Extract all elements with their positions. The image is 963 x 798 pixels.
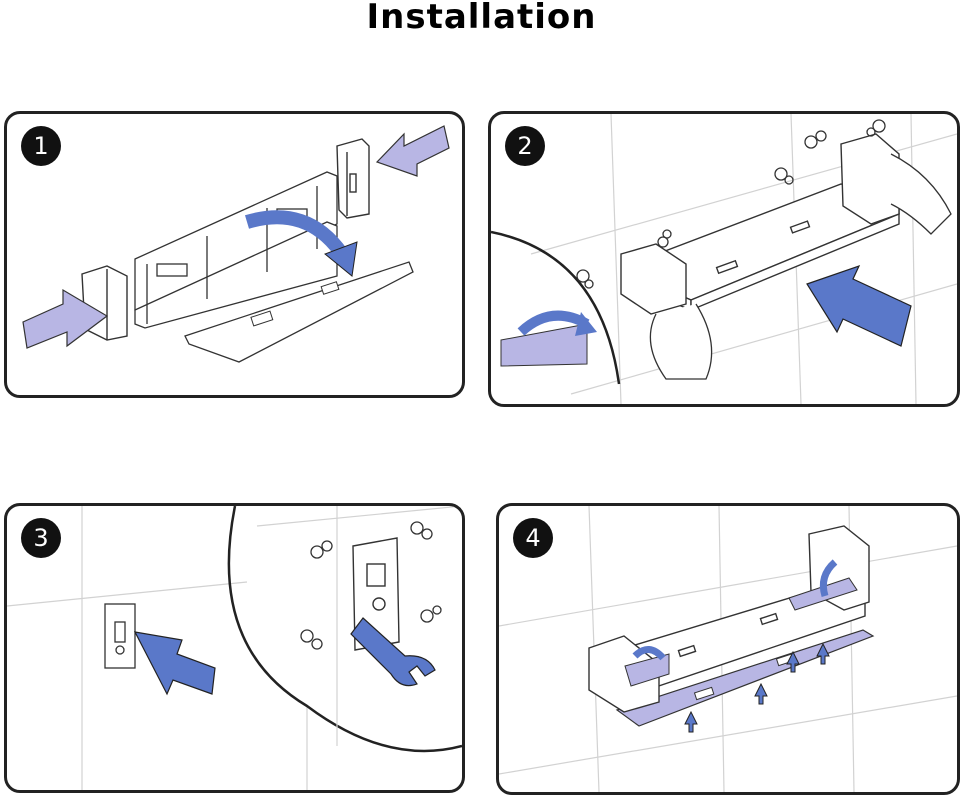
wall-tiles (7, 506, 308, 790)
page-title: Installation (366, 0, 597, 37)
step-4-illustration (499, 506, 957, 792)
push-arrow-right (375, 125, 450, 177)
detail-inset-outline (227, 506, 462, 753)
inset-slide-arrow-head (575, 312, 597, 336)
step-3-panel: 3 (4, 503, 465, 793)
air-puff-icon (300, 521, 442, 650)
hand-left-icon (649, 303, 713, 380)
wrench-icon (350, 617, 436, 687)
inner-tab-left (624, 653, 670, 687)
step-3-badge: 3 (21, 518, 61, 558)
step-2-illustration (491, 114, 957, 404)
step-2-panel: 2 (488, 111, 960, 407)
snap-arrow-right (819, 559, 838, 598)
push-arrow (806, 264, 912, 347)
clip-slot (250, 310, 274, 327)
shelf-base-plate (615, 629, 875, 727)
detail-inset-outline (491, 230, 621, 385)
hand-right-icon (890, 153, 952, 235)
step-4-panel: 4 (496, 503, 960, 795)
end-cap-right (336, 138, 370, 219)
step-1-panel: 1 (4, 111, 465, 398)
up-arrow-icon (684, 642, 830, 733)
clip-slot (693, 686, 715, 701)
inset-tile-lines (256, 506, 462, 746)
push-arrow (133, 631, 216, 696)
shelf-frame-rail (134, 171, 338, 329)
inset-wall-pad (500, 323, 588, 367)
snap-arrow-left (632, 646, 666, 661)
clip-slot (320, 281, 340, 295)
step-4-badge: 4 (513, 518, 553, 558)
step-2-badge: 2 (505, 126, 545, 166)
step-3-illustration (7, 506, 462, 790)
push-arrow-left (22, 288, 109, 349)
air-puff-icon (576, 119, 886, 289)
mounting-pad (104, 603, 136, 669)
step-1-badge: 1 (21, 126, 61, 166)
rotate-arrow (244, 210, 348, 259)
shelf-base-plate (184, 261, 414, 363)
rotate-arrow-head (324, 241, 358, 277)
step-1-illustration (22, 125, 450, 363)
shelf-body (620, 133, 900, 315)
